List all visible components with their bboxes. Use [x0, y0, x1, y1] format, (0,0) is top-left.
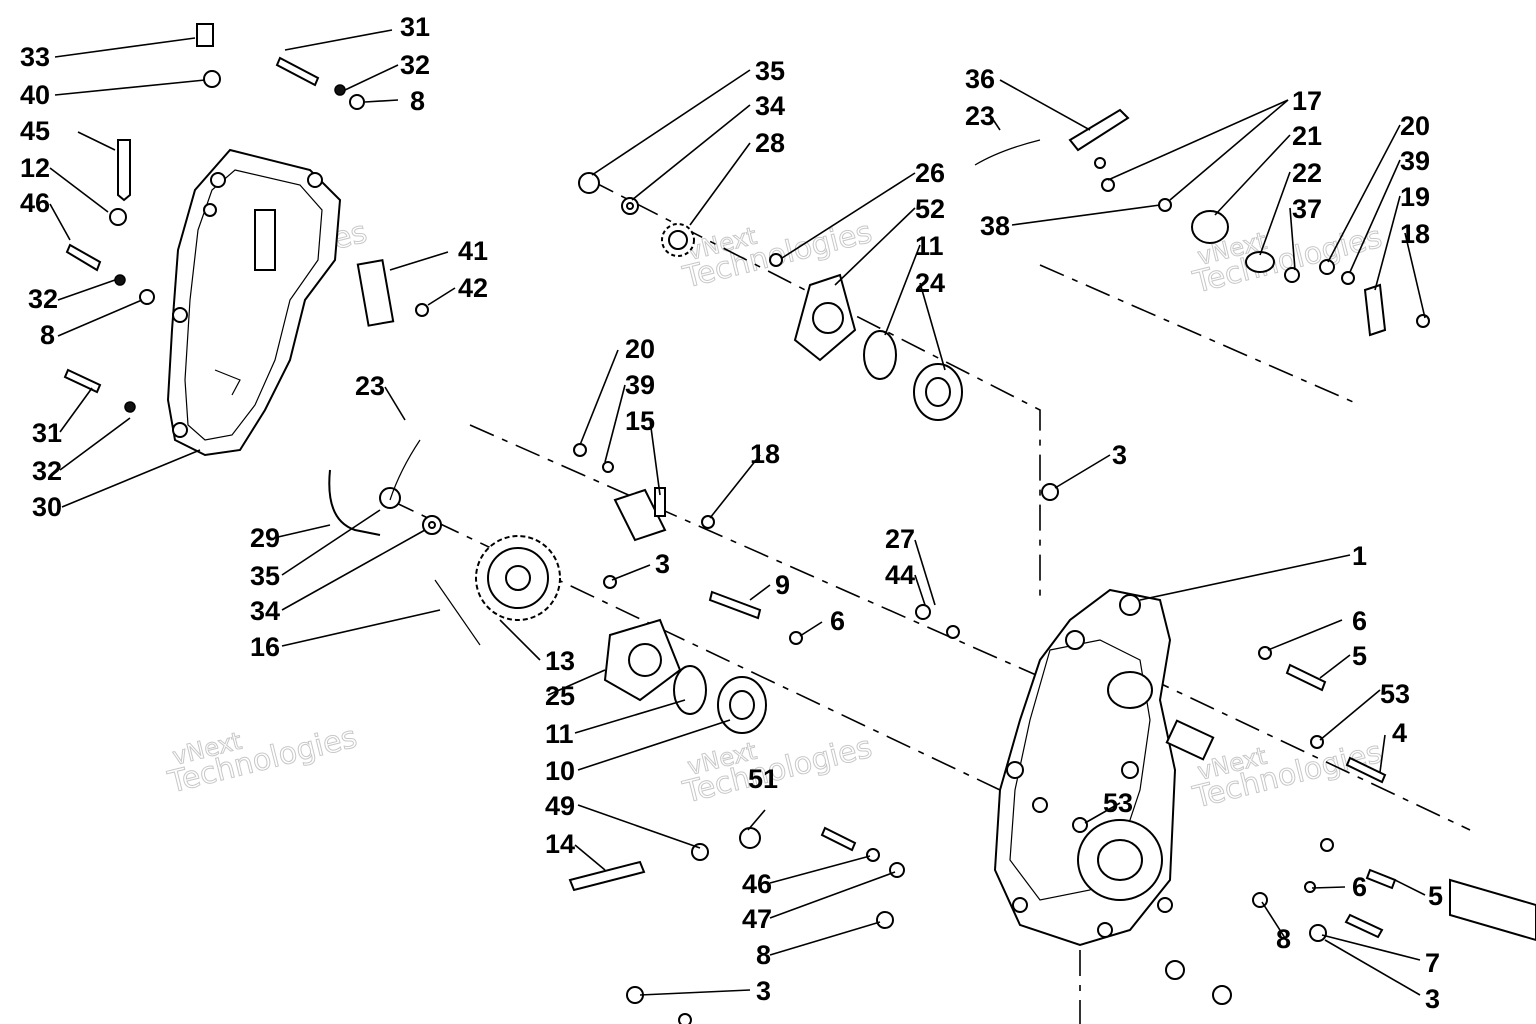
- callout-8: 8: [410, 86, 425, 116]
- callout-35: 35: [755, 56, 785, 86]
- callout-34: 34: [755, 91, 785, 121]
- callout-11: 11: [545, 719, 574, 749]
- upper-shaft-parts: [578, 172, 963, 421]
- callout-36: 36: [965, 64, 995, 94]
- callout-31: 31: [32, 418, 62, 448]
- callout-39: 39: [1400, 146, 1430, 176]
- callout-23: 23: [355, 371, 385, 401]
- callout-3: 3: [655, 549, 670, 579]
- callout-6: 6: [830, 606, 845, 636]
- callout-8: 8: [756, 940, 771, 970]
- callout-8: 8: [40, 320, 55, 350]
- fasteners: [63, 23, 1397, 1024]
- callout-32: 32: [28, 284, 58, 314]
- callout-32: 32: [400, 50, 430, 80]
- lower-shaft-parts: [328, 439, 803, 734]
- callout-37: 37: [1292, 194, 1322, 224]
- callout-3: 3: [756, 976, 771, 1006]
- callout-12: 12: [20, 153, 50, 183]
- callout-10: 10: [545, 756, 575, 786]
- callout-39: 39: [625, 370, 655, 400]
- callout-6: 6: [1352, 872, 1367, 902]
- callout-5: 5: [1352, 641, 1367, 671]
- callout-45: 45: [20, 116, 50, 146]
- chaincase-cover: [166, 148, 342, 457]
- callout-7: 7: [1425, 948, 1440, 978]
- callout-42: 42: [458, 273, 488, 303]
- callout-20: 20: [625, 334, 655, 364]
- callout-46: 46: [20, 188, 50, 218]
- callout-16: 16: [250, 632, 280, 662]
- watermark: vNext Technologies: [164, 719, 361, 801]
- callout-47: 47: [742, 904, 772, 934]
- callout-1: 1: [1352, 541, 1367, 571]
- callout-49: 49: [545, 791, 575, 821]
- svg-text:Technologies: Technologies: [164, 720, 360, 801]
- callout-17: 17: [1292, 86, 1322, 116]
- callout-4: 4: [1392, 718, 1407, 748]
- chaincase-housing: [993, 588, 1536, 947]
- callout-51: 51: [748, 764, 778, 794]
- callout-3: 3: [1425, 984, 1440, 1014]
- callout-26: 26: [915, 158, 945, 188]
- callout-31: 31: [400, 12, 430, 42]
- callout-18: 18: [1400, 219, 1430, 249]
- callout-3: 3: [1112, 440, 1127, 470]
- callout-labels: 33 40 45 12 46 32 8 31 32 30 31 32 8 41 …: [20, 12, 1443, 1014]
- callout-20: 20: [1400, 111, 1430, 141]
- callout-23: 23: [965, 101, 995, 131]
- callout-15: 15: [625, 406, 655, 436]
- callout-30: 30: [32, 492, 62, 522]
- callout-5: 5: [1428, 881, 1443, 911]
- callout-9: 9: [775, 570, 790, 600]
- watermark: vNext Technologies: [679, 729, 876, 811]
- callout-28: 28: [755, 128, 785, 158]
- watermark: vNext Technologies: [679, 214, 876, 296]
- callout-53: 53: [1103, 788, 1133, 818]
- callout-34: 34: [250, 596, 280, 626]
- callout-53: 53: [1380, 679, 1410, 709]
- callout-38: 38: [980, 211, 1010, 241]
- leader-lines: [49, 29, 1426, 996]
- callout-40: 40: [20, 80, 50, 110]
- callout-44: 44: [885, 560, 915, 590]
- callout-18: 18: [750, 439, 780, 469]
- callout-8: 8: [1276, 924, 1291, 954]
- callout-29: 29: [250, 523, 280, 553]
- callout-21: 21: [1292, 121, 1322, 151]
- callout-32: 32: [32, 456, 62, 486]
- callout-14: 14: [545, 829, 575, 859]
- svg-text:Technologies: Technologies: [1189, 735, 1385, 816]
- callout-6: 6: [1352, 606, 1367, 636]
- callout-27: 27: [885, 524, 915, 554]
- callout-19: 19: [1400, 182, 1430, 212]
- callout-33: 33: [20, 42, 50, 72]
- callout-22: 22: [1292, 158, 1322, 188]
- callout-41: 41: [458, 236, 488, 266]
- callout-35: 35: [250, 561, 280, 591]
- callout-46: 46: [742, 869, 772, 899]
- callout-13: 13: [545, 646, 575, 676]
- callout-52: 52: [915, 194, 945, 224]
- callout-24: 24: [915, 268, 945, 298]
- callout-11: 11: [915, 231, 944, 261]
- tensioner-parts: [974, 108, 1430, 337]
- callout-25: 25: [545, 681, 575, 711]
